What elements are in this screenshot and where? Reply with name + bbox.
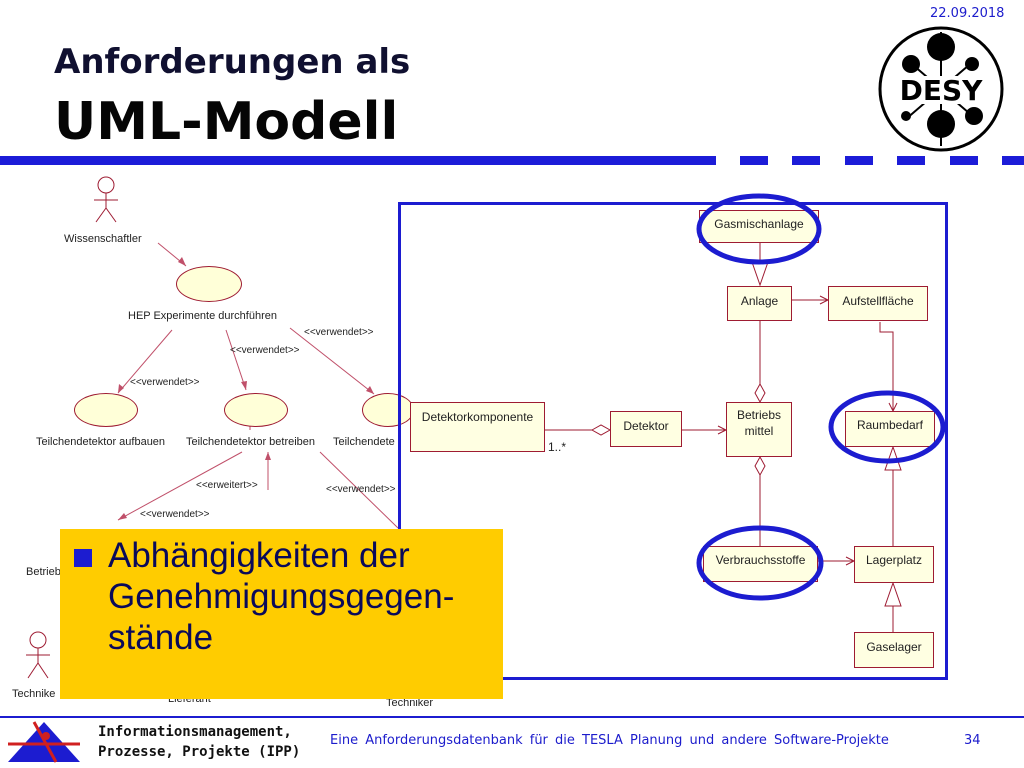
class-gaselager: Gaselager bbox=[854, 632, 934, 668]
stereotype-label: <<erweitert>> bbox=[196, 480, 258, 491]
highlight-verbrauchsstoffe bbox=[696, 525, 824, 601]
stereotype-label: <<verwendet>> bbox=[304, 327, 374, 338]
slide-date: 22.09.2018 bbox=[930, 6, 1005, 21]
page-number: 34 bbox=[964, 733, 981, 748]
ipp-logo-icon bbox=[8, 721, 80, 763]
class-aufstellflaeche: Aufstellfläche bbox=[828, 286, 928, 321]
use-case-hep-experimente bbox=[176, 266, 242, 302]
class-detektor: Detektor bbox=[610, 411, 682, 447]
actor-label-techniker: Techniker bbox=[386, 697, 434, 709]
class-detektorkomponente: Detektorkomponente bbox=[410, 402, 545, 452]
use-case-label-hep: HEP Experimente durchführen bbox=[128, 310, 277, 322]
title-dash bbox=[792, 156, 820, 165]
title-dash bbox=[845, 156, 873, 165]
actor-wissenschaftler-icon bbox=[94, 176, 118, 223]
class-anlage: Anlage bbox=[727, 286, 792, 321]
callout-text: Abhängigkeiten der Genehmigungsgegen- st… bbox=[108, 536, 455, 657]
use-case-label-teilchendete: Teilchendete bbox=[333, 436, 395, 448]
actor-label-technike: Technike bbox=[12, 688, 56, 700]
desy-logo: DESY bbox=[878, 26, 1004, 152]
slide-title-line2: UML-Modell bbox=[54, 92, 399, 152]
use-case-teilchendetektor-betreiben bbox=[224, 393, 288, 427]
actor-label-betrieb: Betrieb bbox=[26, 566, 61, 578]
title-dash bbox=[897, 156, 925, 165]
class-diagram-frame bbox=[398, 202, 948, 680]
footer-title: Eine Anforderungsdatenbank für die TESLA… bbox=[330, 733, 889, 748]
actor-techniker-icon bbox=[26, 631, 50, 679]
use-case-teilchendetektor-aufbauen bbox=[74, 393, 138, 427]
highlight-raumbedarf bbox=[828, 390, 946, 464]
class-lagerplatz: Lagerplatz bbox=[854, 546, 934, 583]
slide-title-line1: Anforderungen als bbox=[54, 42, 411, 82]
footer-divider bbox=[0, 716, 1024, 718]
title-dash bbox=[1002, 156, 1024, 165]
stereotype-label: <<verwendet>> bbox=[230, 345, 300, 356]
stereotype-label: <<verwendet>> bbox=[130, 377, 200, 388]
logo-text: DESY bbox=[900, 74, 984, 107]
class-raumbedarf: Raumbedarf bbox=[845, 411, 935, 447]
footer-organization: Informationsmanagement, Prozesse, Projek… bbox=[98, 724, 301, 760]
title-dash bbox=[740, 156, 768, 165]
class-betriebsmittel: Betriebs mittel bbox=[726, 402, 792, 457]
highlight-gasmischanlage bbox=[696, 193, 822, 265]
actor-label-wissenschaftler: Wissenschaftler bbox=[64, 233, 142, 245]
class-gasmischanlage: Gasmischanlage bbox=[699, 210, 819, 243]
class-verbrauchsstoffe: Verbrauchsstoffe bbox=[703, 546, 818, 582]
stereotype-label: <<verwendet>> bbox=[326, 484, 396, 495]
stereotype-label: <<verwendet>> bbox=[140, 509, 210, 520]
title-underline-bar bbox=[0, 156, 716, 165]
title-dash bbox=[950, 156, 978, 165]
bullet-square-icon bbox=[74, 549, 92, 567]
multiplicity-label: 1..* bbox=[548, 440, 567, 454]
use-case-label-betreiben: Teilchendetektor betreiben bbox=[186, 436, 316, 448]
use-case-label-aufbauen: Teilchendetektor aufbauen bbox=[36, 436, 166, 448]
callout-box: Abhängigkeiten der Genehmigungsgegen- st… bbox=[60, 529, 503, 699]
